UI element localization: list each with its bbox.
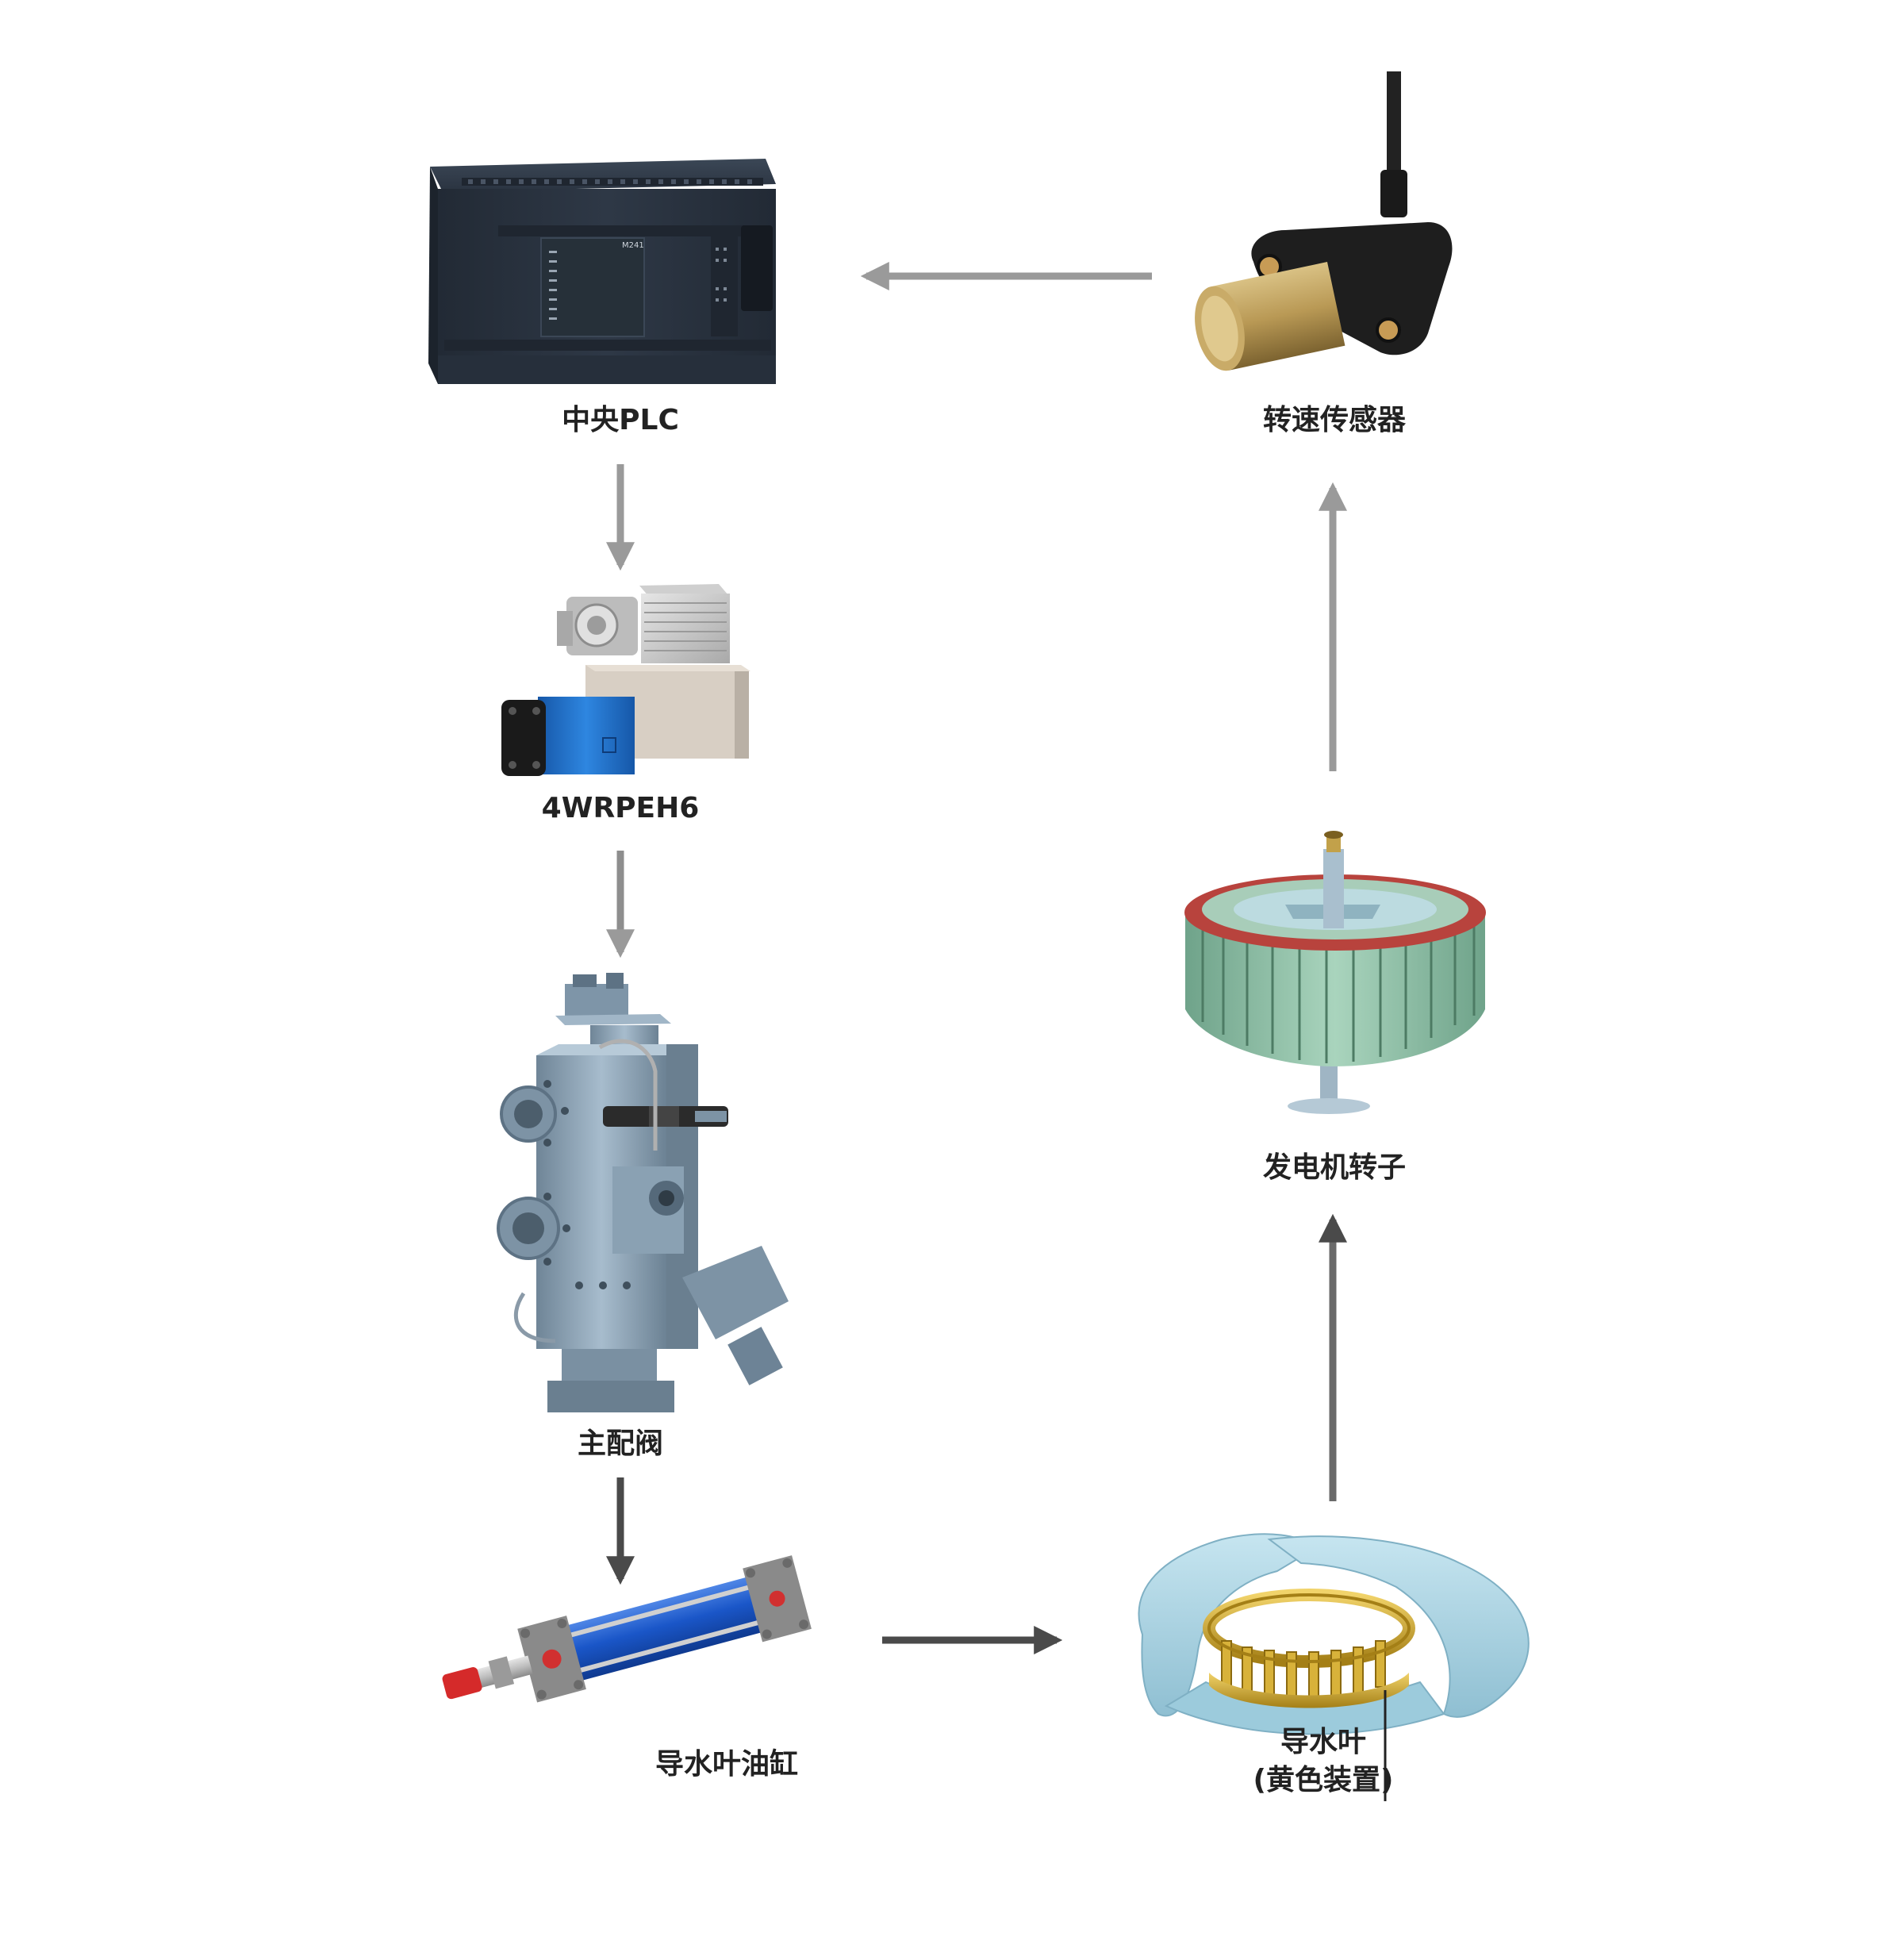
arrows (606, 262, 1347, 1654)
plc-model-text: M241 (622, 241, 644, 250)
plc-controller-icon: M241 (428, 159, 776, 384)
plc-label: 中央PLC (562, 404, 679, 436)
servo-valve-label: 4WRPEH6 (541, 792, 700, 824)
guide-vane-label: 导水叶 (黄色装置) (1253, 1723, 1394, 1800)
guide-vane-ring-icon (1138, 1533, 1530, 1801)
servo-valve-icon (501, 584, 750, 776)
speed-sensor-label: 转速传感器 (1262, 404, 1407, 436)
generator-rotor-icon (1184, 831, 1486, 1114)
guide-vane-label-line1: 导水叶 (1280, 1726, 1367, 1758)
hydraulic-cylinder-icon (442, 1555, 812, 1703)
main-distributing-valve-icon (497, 973, 789, 1412)
guide-vane-label-line2: (黄色装置) (1253, 1764, 1394, 1796)
main-valve-label: 主配阀 (577, 1427, 664, 1460)
speed-sensor-icon (1195, 71, 1453, 371)
rotor-label: 发电机转子 (1262, 1151, 1407, 1184)
cylinder-label: 导水叶油缸 (655, 1748, 799, 1781)
